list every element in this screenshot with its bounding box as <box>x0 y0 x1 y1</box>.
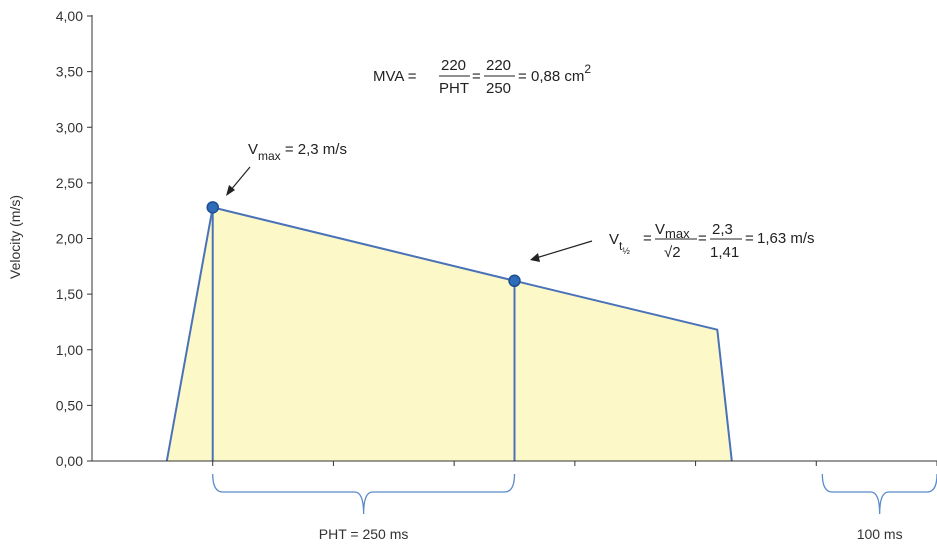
vhalf-v: Vt½ <box>609 231 630 256</box>
vhalf-arrow <box>535 240 593 259</box>
mva-eq1: = <box>472 68 481 85</box>
mva-eq2: = <box>518 68 527 85</box>
vmax-arrow-head <box>226 185 235 196</box>
drop-lines <box>211 207 516 461</box>
mva-den1: PHT <box>439 80 469 97</box>
mva-num1: 220 <box>441 57 466 74</box>
vhalf-num: Vmax <box>655 221 690 241</box>
vhalf-num2: 2,3 <box>712 221 733 238</box>
bracket-label: 100 ms <box>857 526 903 542</box>
y-tick-label: 1,00 <box>56 342 83 358</box>
y-tick-label: 1,50 <box>56 286 83 302</box>
markers <box>206 201 521 288</box>
mva-result: 0,88 cm2 <box>531 62 591 85</box>
vhalf-eq2: = <box>698 230 707 247</box>
velocity-area-fill <box>166 207 732 461</box>
vmax-arrow <box>229 166 251 192</box>
y-tick-label: 3,50 <box>56 64 83 80</box>
y-tick-label: 0,50 <box>56 397 83 413</box>
data-point-marker <box>206 201 219 214</box>
mva-num2: 220 <box>486 57 511 74</box>
vhalf-den: √2 <box>664 244 681 261</box>
mva-lhs: MVA = <box>373 68 417 85</box>
data-point-marker <box>508 274 521 288</box>
y-tick-label: 3,00 <box>56 119 83 135</box>
vhalf-annotation: Vt½ = Vmax √2 = 2,3 1,41 = 1,63 m/s <box>530 221 815 262</box>
vmax-text: Vmax = 2,3 m/s <box>248 141 347 163</box>
bracket <box>821 473 937 515</box>
vhalf-eq3: = <box>745 230 754 247</box>
y-tick-label: 2,00 <box>56 231 83 247</box>
y-tick-label: 2,50 <box>56 175 83 191</box>
mva-formula: MVA = 220 PHT = 220 250 = 0,88 cm2 <box>373 57 591 97</box>
vhalf-den2: 1,41 <box>710 244 739 261</box>
brackets: PHT = 250 ms 100 ms <box>212 473 937 542</box>
bracket-label: PHT = 250 ms <box>319 526 409 542</box>
y-ticks: 0,00 0,50 1,00 1,50 2,00 2,50 3,00 3,50 4,00 <box>56 8 92 469</box>
bracket <box>212 473 516 515</box>
y-axis-label: Velocity (m/s) <box>7 195 23 279</box>
y-tick-label: 4,00 <box>56 8 83 24</box>
vhalf-eq1: = <box>643 230 652 247</box>
vmax-annotation: Vmax = 2,3 m/s <box>226 141 347 196</box>
vhalf-arrow-head <box>530 253 540 262</box>
mva-den2: 250 <box>486 80 511 97</box>
x-ticks <box>212 461 937 466</box>
vhalf-rest: 1,63 m/s <box>757 230 815 247</box>
y-tick-label: 0,00 <box>56 453 83 469</box>
